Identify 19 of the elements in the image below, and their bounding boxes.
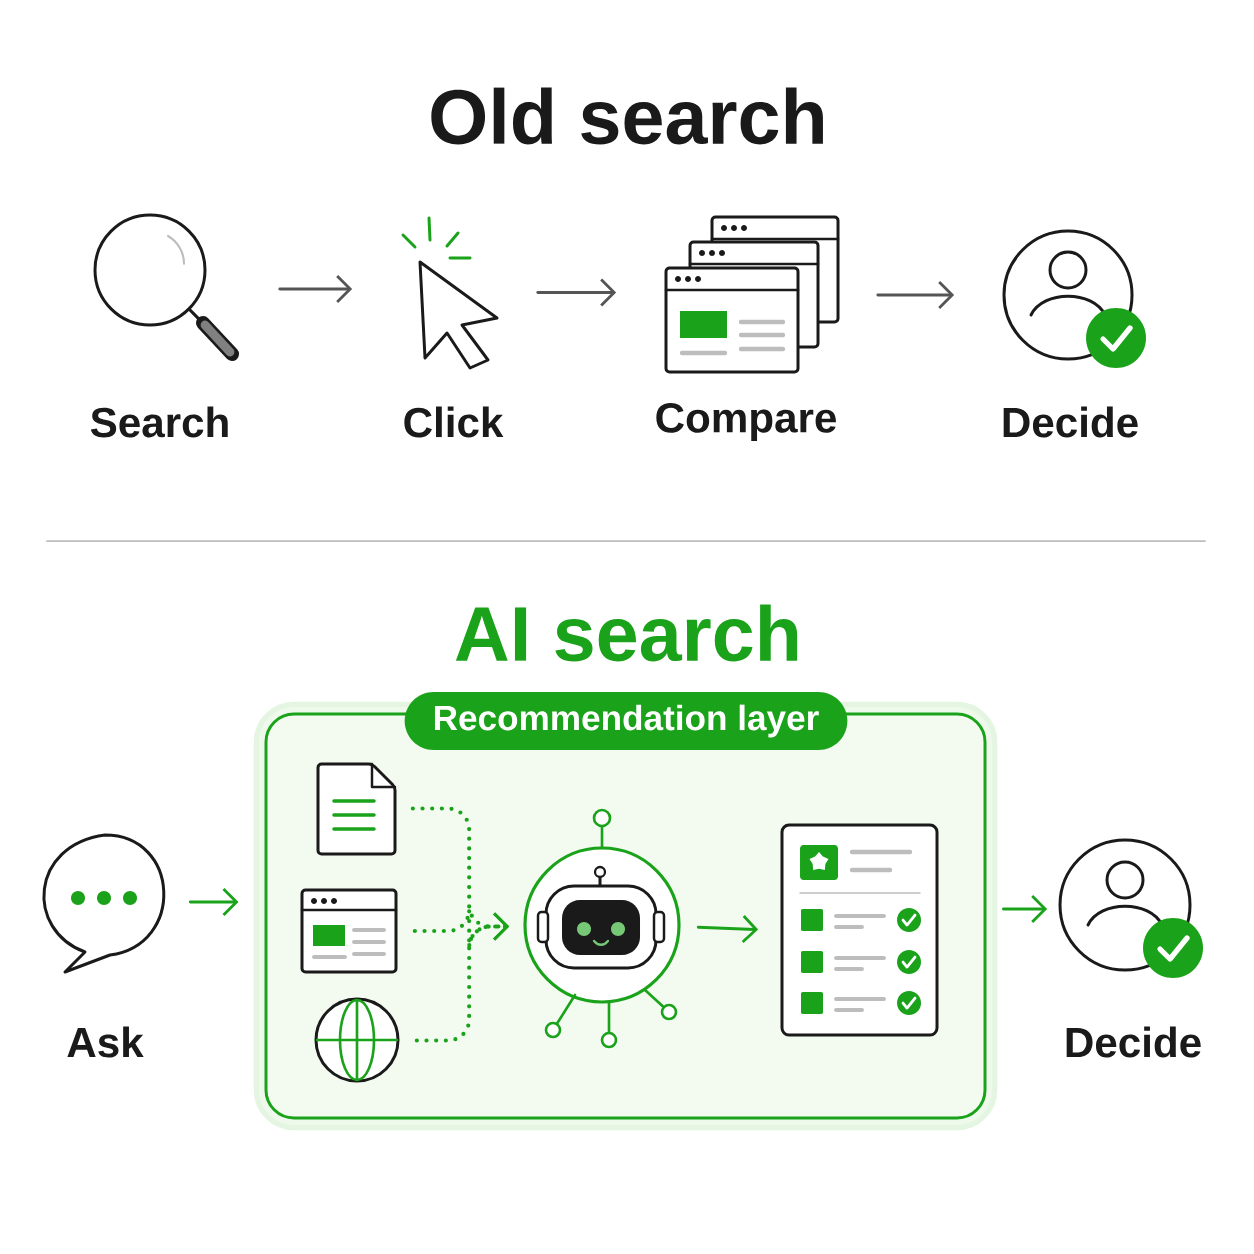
step-label: Click: [404, 406, 504, 438]
heading: AI search: [455, 604, 798, 662]
robot-icon: [523, 808, 681, 1049]
step-label: Search: [90, 406, 228, 438]
browser-icon: [300, 888, 398, 974]
globe-icon: [314, 997, 400, 1083]
step-label: Compare: [656, 402, 836, 442]
heading: Old search: [431, 87, 823, 145]
step-label: Decide: [1003, 406, 1138, 438]
document-icon: [316, 762, 397, 856]
title-pill: Recommendation layer: [404, 692, 848, 750]
arrow: [876, 281, 955, 309]
arrow: [278, 275, 353, 303]
arrow: [696, 915, 759, 943]
step-label: Decide: [1066, 1026, 1201, 1058]
ranked-list-icon: [780, 823, 939, 1037]
arrow: [414, 912, 510, 1043]
arrow: [536, 278, 617, 307]
step-label: Ask: [67, 1026, 144, 1058]
